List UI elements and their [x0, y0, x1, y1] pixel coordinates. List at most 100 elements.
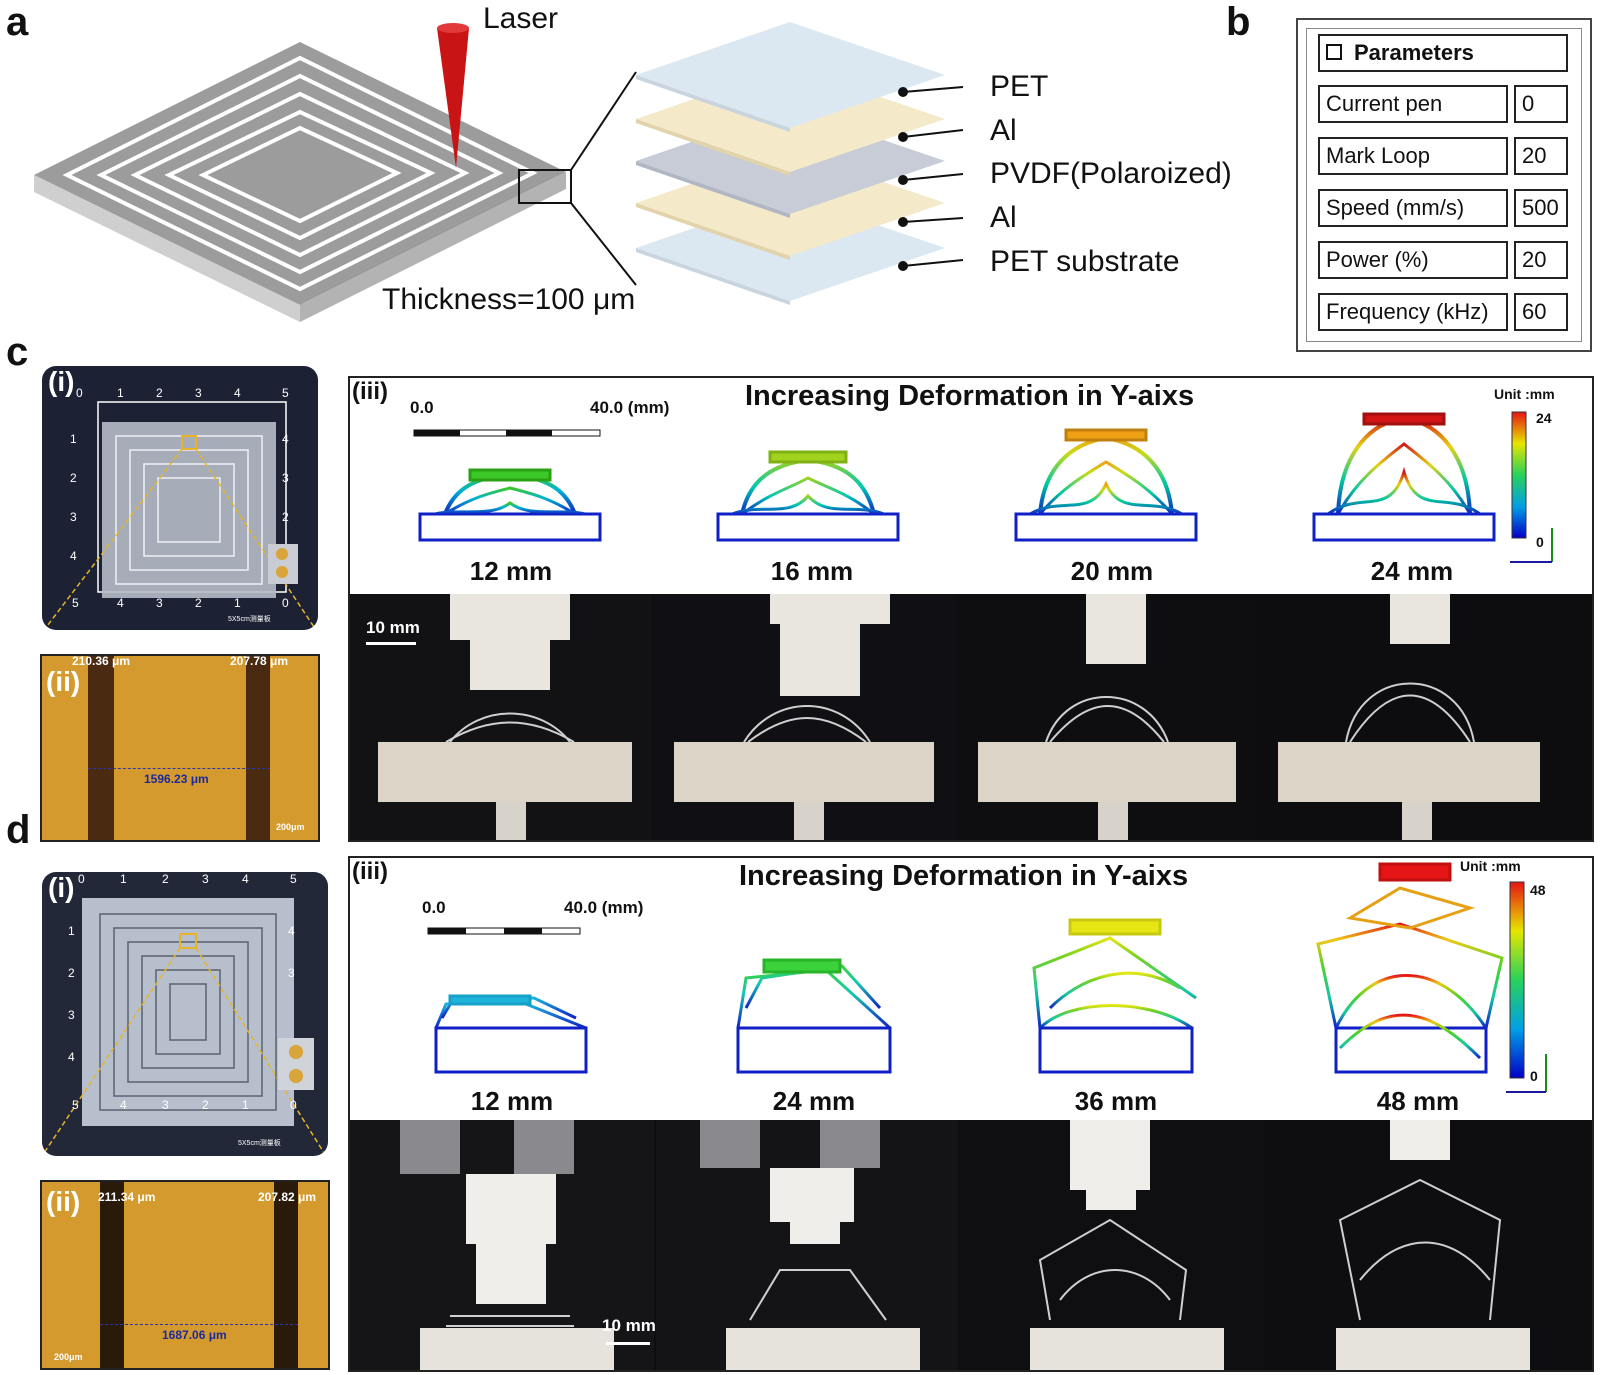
d-ruler-bottom-0: 0	[290, 1098, 297, 1112]
ruler-left-3: 3	[70, 510, 77, 524]
panel-d-photo-1	[350, 1120, 654, 1370]
panel-c-title: Increasing Deformation in Y-aixs	[745, 380, 1195, 412]
panel-label-b: b	[1226, 0, 1251, 44]
d-ruler-top-4: 4	[242, 872, 249, 886]
panel-c-photo-device: (i) 0 1 2 3 4 5 1 2 3 4 4 3 2 5 4 3 2 1 …	[42, 366, 318, 630]
layer-label-pet: PET	[990, 70, 1049, 103]
d-micro-width-right: 207.82 μm	[258, 1190, 317, 1204]
d-ruler-left-3: 3	[68, 1008, 75, 1022]
d-micro-scale: 200μm	[54, 1352, 83, 1362]
ruler-bottom-4: 4	[117, 596, 124, 610]
panel-c-photo-4	[1262, 594, 1592, 840]
panel-d-unit: Unit :mm	[1460, 858, 1521, 874]
d-ruler-bottom-3: 3	[162, 1098, 169, 1112]
panel-c-simulation-models	[413, 411, 1553, 563]
panel-d-photo-4	[1266, 1120, 1592, 1370]
laser-label: Laser	[483, 2, 559, 35]
panel-c-simulation-frame: (iii) Increasing Deformation in Y-aixs 0…	[348, 376, 1594, 842]
ruler-caption: 5X5cm测量板	[228, 616, 271, 623]
ruler-bottom-5: 5	[72, 596, 79, 610]
panel-d-photo-2	[656, 1120, 958, 1370]
ruler-top-1: 1	[117, 386, 124, 400]
param-value-frequency[interactable]: 60	[1514, 293, 1568, 331]
micro-scale: 200μm	[276, 822, 305, 832]
ruler-left-1: 1	[70, 432, 77, 446]
layer-label-al-top: Al	[990, 114, 1017, 147]
ruler-top-5: 5	[282, 386, 289, 400]
panel-c-deformation-16: 16 mm	[770, 556, 854, 586]
panel-d-scalebar-start: 0.0	[422, 898, 446, 917]
thickness-label: Thickness=100 μm	[382, 283, 636, 316]
param-value-power[interactable]: 20	[1514, 241, 1568, 279]
panel-c-colorbar-min: 0	[1536, 534, 1544, 550]
layer-label-pet-substrate: PET substrate	[990, 245, 1180, 278]
param-value-speed[interactable]: 500	[1514, 189, 1568, 227]
ruler-left-4: 4	[70, 549, 77, 563]
micro-width-left: 210.36 μm	[72, 654, 131, 668]
panel-d-scalebar-end: 40.0 (mm)	[564, 898, 644, 917]
panel-label-c: c	[6, 330, 29, 374]
d-micro-gap: 1687.06 μm	[162, 1328, 227, 1342]
panel-a-illustration	[34, 22, 964, 322]
d-ruler-bottom-1: 1	[242, 1098, 249, 1112]
param-value-current-pen[interactable]: 0	[1514, 85, 1568, 123]
panel-c-colorbar-max: 24	[1536, 410, 1552, 426]
ruler-bottom-2: 2	[195, 596, 202, 610]
d-ruler-top-3: 3	[202, 872, 209, 886]
param-label-frequency: Frequency (kHz)	[1318, 293, 1508, 331]
d-ruler-left-4: 4	[68, 1050, 75, 1064]
ruler-top-3: 3	[195, 386, 202, 400]
d-ruler-bottom-5: 5	[72, 1098, 79, 1112]
panel-c-scalebar-end: 40.0 (mm)	[590, 398, 670, 417]
param-value-mark-loop[interactable]: 20	[1514, 137, 1568, 175]
ruler-left-2: 2	[70, 471, 77, 485]
panel-d-sublabel-i: (i)	[48, 872, 75, 903]
ruler-right-2: 2	[282, 510, 289, 524]
panel-d-sublabel-iii: (iii)	[352, 858, 388, 885]
laser-parameter-panel: Parameters Current pen 0 Mark Loop 20 Sp…	[1296, 18, 1592, 352]
panel-c-photo-3	[958, 594, 1260, 840]
panel-label-d: d	[6, 808, 31, 852]
panel-d-deformation-48: 48 mm	[1376, 1086, 1460, 1116]
d-ruler-top-0: 0	[78, 872, 85, 886]
param-label-current-pen: Current pen	[1318, 85, 1508, 123]
panel-d-photo-3	[960, 1120, 1264, 1370]
checkbox-icon	[1326, 44, 1342, 61]
panel-c-deformation-20: 20 mm	[1070, 556, 1154, 586]
d-ruler-right-3: 3	[288, 966, 295, 980]
panel-d-simulation-frame: (iii) Increasing Deformation in Y-aixs 0…	[348, 856, 1594, 1372]
panel-c-sublabel-ii: (ii)	[46, 666, 81, 697]
d-ruler-top-5: 5	[290, 872, 297, 886]
panel-d-deformation-24: 24 mm	[772, 1086, 856, 1116]
d-ruler-top-1: 1	[120, 872, 127, 886]
d-ruler-bottom-4: 4	[120, 1098, 127, 1112]
panel-d-sublabel-ii: (ii)	[46, 1186, 81, 1217]
panel-c-scalebar-start: 0.0	[410, 398, 434, 417]
d-ruler-top-2: 2	[162, 872, 169, 886]
panel-c-sublabel-iii: (iii)	[352, 378, 388, 405]
laser-beam-icon	[437, 28, 469, 168]
panel-d-photo-strip: 10 mm	[350, 1120, 1592, 1370]
panel-d-micrograph: (ii) 211.34 μm 207.82 μm 1687.06 μm 200μ…	[40, 1180, 330, 1370]
d-ruler-caption: 5X5cm测量板	[238, 1140, 281, 1147]
panel-d-colorbar-max: 48	[1530, 882, 1546, 898]
panel-c-deformation-24: 24 mm	[1370, 556, 1454, 586]
panel-d-deformation-12: 12 mm	[470, 1086, 554, 1116]
panel-c-photo-scale: 10 mm	[366, 618, 420, 637]
ruler-bottom-0: 0	[282, 596, 289, 610]
d-ruler-right-4: 4	[288, 924, 295, 938]
ruler-right-3: 3	[282, 471, 289, 485]
zoom-box	[518, 169, 572, 204]
panel-c-deformation-12: 12 mm	[469, 556, 553, 586]
panel-c-unit: Unit :mm	[1494, 386, 1555, 402]
parameters-header: Parameters	[1318, 34, 1568, 72]
ruler-right-4: 4	[282, 432, 289, 446]
d-ruler-bottom-2: 2	[202, 1098, 209, 1112]
panel-c-sublabel-i: (i)	[48, 366, 75, 397]
panel-d-colorbar	[1509, 881, 1525, 1079]
panel-c-photo-1	[350, 594, 652, 840]
layer-stack	[636, 22, 964, 305]
panel-c-colorbar	[1511, 411, 1527, 539]
panel-d-photo-scale: 10 mm	[602, 1316, 656, 1335]
d-ruler-left-1: 1	[68, 924, 75, 938]
